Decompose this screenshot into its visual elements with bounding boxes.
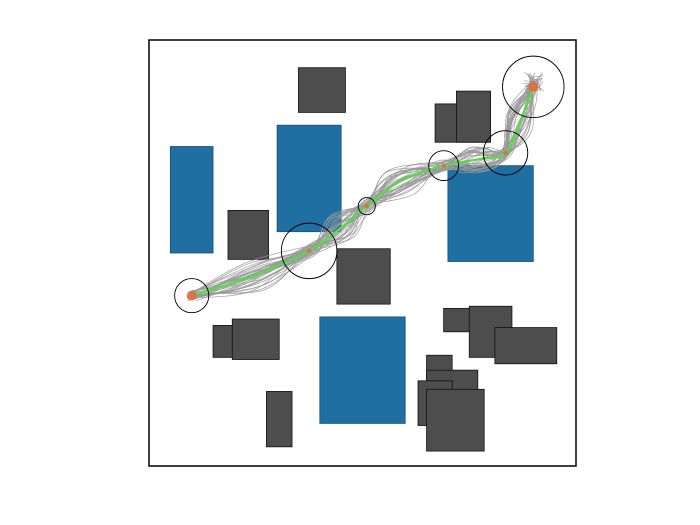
obstacle [456,90,492,143]
goal-region [447,165,534,262]
waypoint-circle [502,55,565,119]
obstacle [426,388,485,452]
waypoint-marker [441,163,446,168]
workspace-frame [148,39,577,467]
sample-trajectory [193,74,533,297]
sample-trajectory [191,87,532,296]
planned-path-layer [191,86,535,297]
waypoint-marker [306,248,312,254]
waypoint-circle [428,150,460,182]
obstacle [266,391,293,448]
obstacle [494,327,558,365]
waypoint-marker [364,203,369,209]
waypoint-marker [528,81,539,92]
waypoint-circle [357,197,376,216]
sample-trajectory [187,80,544,299]
planned-path [191,86,535,297]
waypoints-layer [174,55,565,314]
goal-region [276,124,342,233]
obstacle [227,209,269,260]
obstacle [231,318,280,360]
waypoint-circle [482,130,529,176]
sample-trajectory [191,87,538,294]
goal-regions-layer [169,124,534,424]
sample-trajectory [191,85,532,294]
obstacle [336,248,391,305]
waypoint-circle [174,278,210,314]
sample-trajectory [196,73,533,298]
obstacle [298,67,346,113]
waypoint-circle [280,222,338,280]
sample-trajectory [191,73,532,293]
obstacles-layer [212,67,558,452]
goal-region [319,316,406,424]
waypoint-marker [186,290,197,301]
goal-region [169,146,214,254]
waypoint-marker [503,150,508,156]
